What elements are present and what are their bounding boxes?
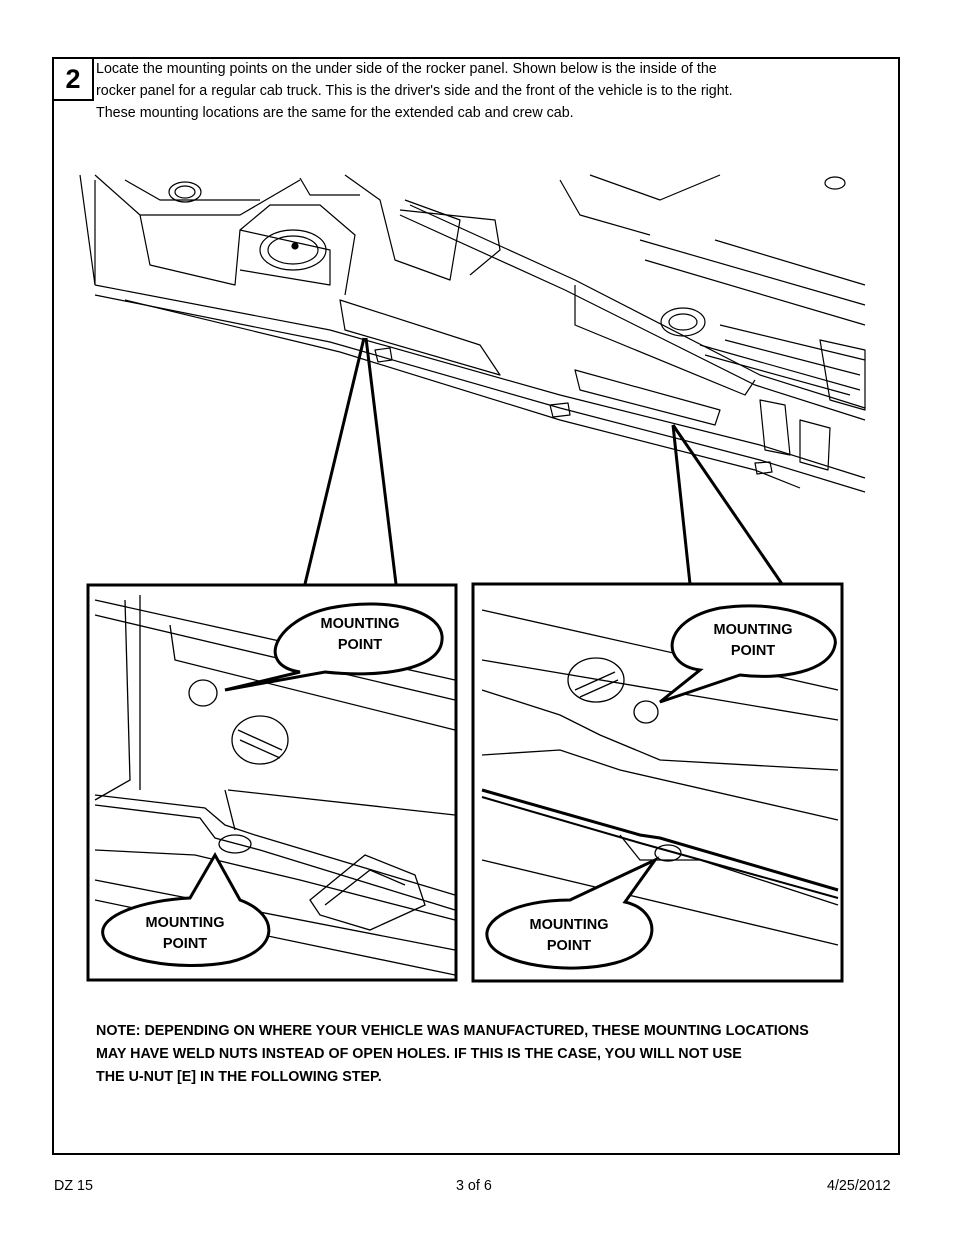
step-frame <box>52 57 900 1155</box>
callout-line: MOUNTING <box>320 616 400 632</box>
callout-left-top: MOUNTING POINT <box>300 614 420 656</box>
footer-doc-id: DZ 15 <box>54 1178 93 1194</box>
callout-line: POINT <box>337 637 383 653</box>
callout-line: POINT <box>730 643 776 659</box>
note-line: THE U-NUT [E] IN THE FOLLOWING STEP. <box>96 1069 382 1085</box>
footer-page-number: 3 of 6 <box>456 1178 492 1194</box>
callout-line: MOUNTING <box>529 917 609 933</box>
instruction-line: Locate the mounting points on the under … <box>96 61 717 77</box>
footer-date: 4/25/2012 <box>827 1178 891 1194</box>
leader-wedges <box>303 337 784 585</box>
instruction-line: These mounting locations are the same fo… <box>96 105 574 121</box>
callout-bubbles <box>101 602 837 970</box>
callout-line: MOUNTING <box>713 622 793 638</box>
callout-line: MOUNTING <box>145 915 225 931</box>
note-line: MAY HAVE WELD NUTS INSTEAD OF OPEN HOLES… <box>96 1046 742 1062</box>
callout-right-top: MOUNTING POINT <box>693 620 813 662</box>
instruction-line: rocker panel for a regular cab truck. Th… <box>96 83 733 99</box>
step-number: 2 <box>52 57 94 101</box>
callout-left-bottom: MOUNTING POINT <box>125 913 245 955</box>
callout-line: POINT <box>162 936 208 952</box>
callout-right-bottom: MOUNTING POINT <box>509 915 629 957</box>
note: NOTE: DEPENDING ON WHERE YOUR VEHICLE WA… <box>96 1020 809 1089</box>
callout-line: POINT <box>546 938 592 954</box>
instructions: Locate the mounting points on the under … <box>96 58 866 124</box>
overview-drawing <box>79 174 866 493</box>
note-line: NOTE: DEPENDING ON WHERE YOUR VEHICLE WA… <box>96 1023 809 1039</box>
